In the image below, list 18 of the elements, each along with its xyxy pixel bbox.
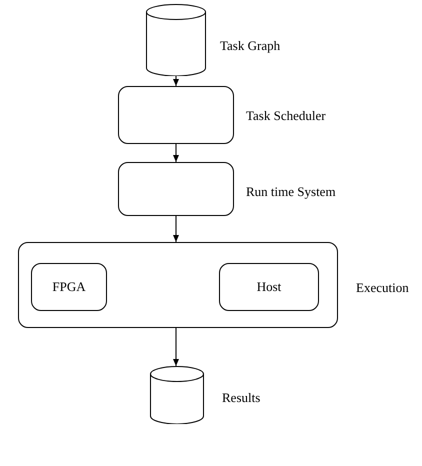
node-caption: Execution <box>356 279 409 297</box>
process-box <box>118 162 234 216</box>
database-cylinder <box>150 366 204 424</box>
arrow <box>173 328 179 366</box>
process-box <box>118 86 234 144</box>
arrow <box>173 216 179 242</box>
process-box <box>31 263 107 311</box>
arrow <box>173 144 179 162</box>
node-caption: Results <box>222 389 260 407</box>
node-label: Host <box>256 278 282 296</box>
node-caption: Task Graph <box>220 37 280 55</box>
database-cylinder <box>146 4 206 76</box>
group-box <box>18 242 338 328</box>
process-box <box>219 263 319 311</box>
node-label: FPGA <box>52 278 86 296</box>
node-caption: Task Scheduler <box>246 107 326 125</box>
node-caption: Run time System <box>246 183 336 201</box>
arrow <box>173 76 179 86</box>
